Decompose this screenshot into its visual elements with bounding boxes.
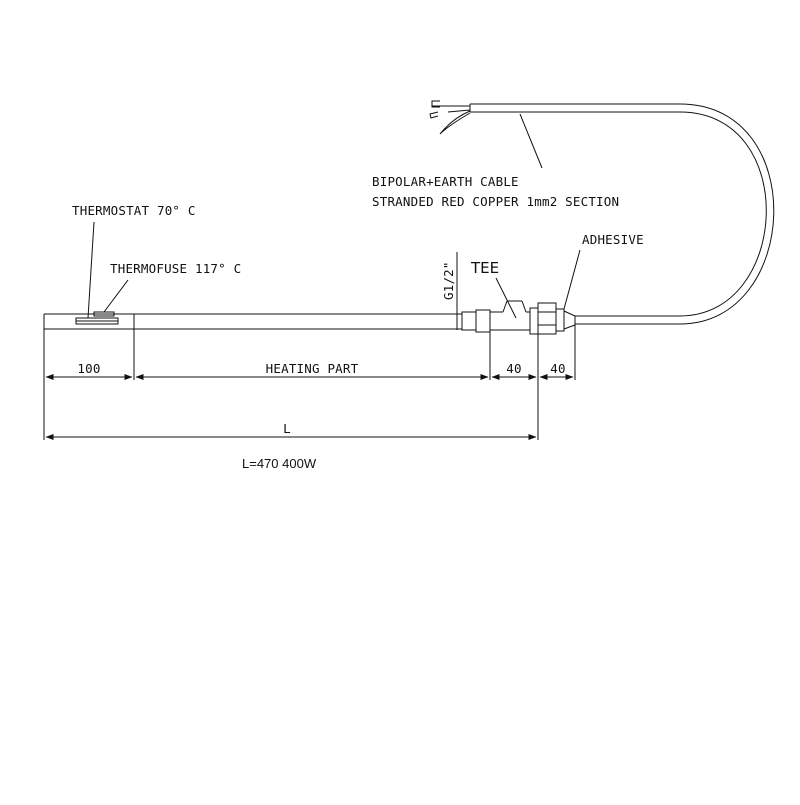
thermostat-sensor [75, 317, 119, 325]
extension-lines [43, 325, 576, 440]
dim-label-gland: 40 [550, 361, 565, 376]
thermostat-leader [87, 221, 95, 319]
dim-label-total: L [283, 421, 291, 436]
label-thermofuse: THERMOFUSE 117° C [110, 261, 241, 276]
label-cable-line2: STRANDED RED COPPER 1mm2 SECTION [372, 194, 619, 209]
label-cable-line1: BIPOLAR+EARTH CABLE [372, 174, 519, 189]
cable-leader [519, 113, 543, 169]
cable-gland [529, 302, 576, 335]
cable [469, 103, 775, 325]
tee-leader [495, 277, 517, 319]
label-tee: TEE [470, 259, 499, 277]
label-adhesive: ADHESIVE [582, 232, 644, 247]
adhesive-leader [563, 249, 581, 310]
dim-label-tee: 40 [506, 361, 521, 376]
spec-text: L=470 400W [242, 456, 317, 471]
dim-label-left: 100 [77, 361, 100, 376]
dim-label-heating: HEATING PART [266, 361, 359, 376]
tee-fitting [461, 300, 531, 334]
label-thermostat: THERMOSTAT 70° C [72, 203, 196, 218]
cable-wire-ends [429, 100, 471, 135]
label-thread: G1/2" [441, 261, 456, 300]
thermofuse-leader [103, 279, 129, 313]
